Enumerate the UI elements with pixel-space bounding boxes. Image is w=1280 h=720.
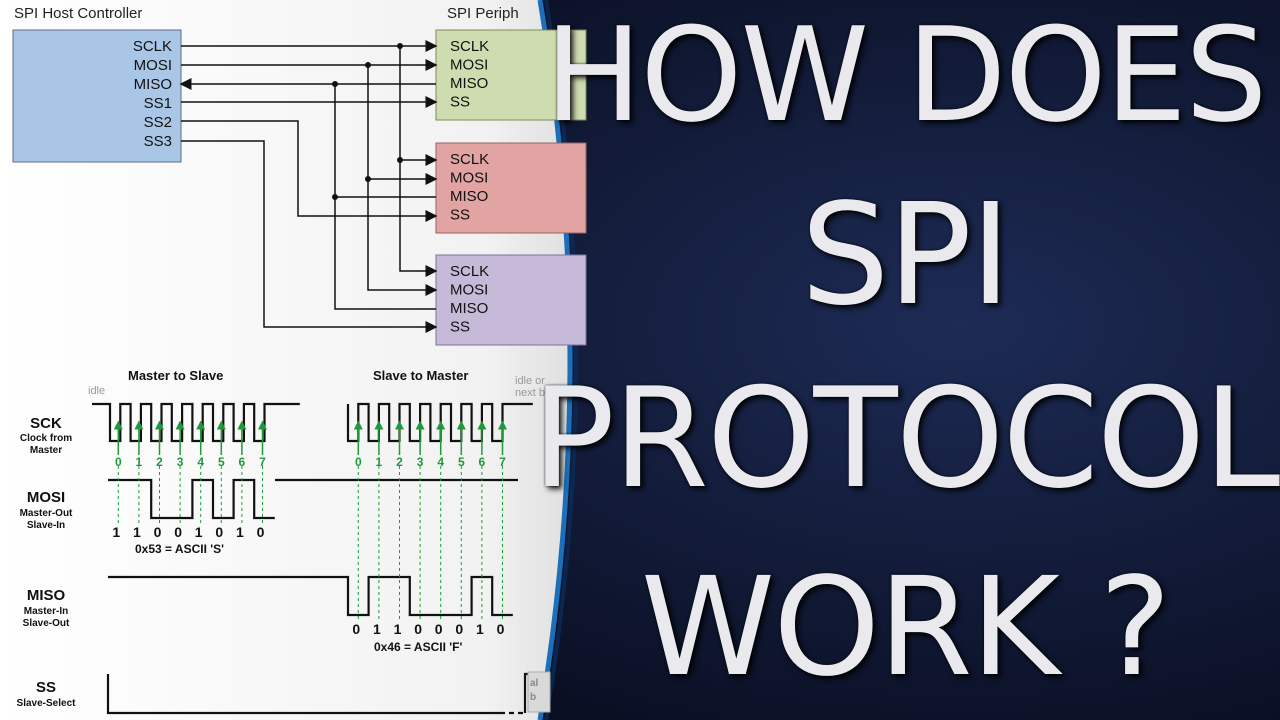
bit-index-label: 0 bbox=[115, 455, 122, 469]
host-pin-label: SS1 bbox=[144, 95, 172, 112]
bit-value-label: 1 bbox=[236, 524, 244, 540]
headline-line-3: PROTOCOL bbox=[531, 358, 1280, 519]
bit-index-label: 5 bbox=[458, 455, 465, 469]
sck-waveform-2 bbox=[346, 402, 533, 443]
slave-pin-label: SCLK bbox=[450, 38, 489, 55]
slave-3-box bbox=[435, 254, 587, 346]
ss-signal-sub1: Slave-Select bbox=[17, 698, 77, 709]
headline-line-2: SPI bbox=[800, 174, 1012, 337]
ss-box bbox=[527, 671, 551, 713]
slave-to-master-label: Slave to Master bbox=[373, 368, 468, 383]
bit-index-label: 2 bbox=[396, 455, 403, 469]
ss-box-text-2: b bbox=[530, 692, 536, 703]
bit-value-label: 1 bbox=[394, 621, 402, 637]
slave-pin-label: SS bbox=[450, 319, 470, 336]
bit-index-label: 3 bbox=[417, 455, 424, 469]
slave-pin-label: SCLK bbox=[450, 263, 489, 280]
host-pin-label: SCLK bbox=[133, 38, 172, 55]
idle-label: idle bbox=[88, 385, 105, 397]
bit-index-label: 7 bbox=[499, 455, 506, 469]
slave-pin-label: SCLK bbox=[450, 151, 489, 168]
sck-signal-name: SCK bbox=[30, 415, 62, 432]
bit-index-label: 4 bbox=[437, 455, 444, 469]
slave-pin-label: MOSI bbox=[450, 57, 488, 74]
bit-value-label: 0 bbox=[257, 524, 265, 540]
bit-index-label: 6 bbox=[239, 455, 246, 469]
sck-signal-sub1: Clock from bbox=[20, 433, 72, 444]
bit-index-label: 5 bbox=[218, 455, 225, 469]
idle-next-label-2: next byte bbox=[515, 387, 560, 399]
bus-junctions bbox=[332, 43, 403, 200]
miso-caption: 0x46 = ASCII 'F' bbox=[374, 640, 462, 654]
bit-value-label: 1 bbox=[476, 621, 484, 637]
miso-waveform bbox=[108, 575, 513, 617]
bit-index-label: 3 bbox=[177, 455, 184, 469]
bit-value-label: 1 bbox=[373, 621, 381, 637]
headline-line-4: WORK ? bbox=[640, 549, 1172, 707]
miso-signal-sub1: Master-In bbox=[24, 606, 68, 617]
bit-value-label: 0 bbox=[352, 621, 360, 637]
slave-1-box bbox=[435, 29, 587, 121]
bit-index-label: 4 bbox=[197, 455, 204, 469]
peripheral-title: SPI Periph bbox=[447, 5, 519, 22]
bit-index-label: 1 bbox=[376, 455, 383, 469]
bit-value-label: 0 bbox=[455, 621, 463, 637]
bus-wires bbox=[179, 40, 438, 333]
bit-index-label: 2 bbox=[156, 455, 163, 469]
miso-signal-sub2: Slave-Out bbox=[23, 618, 70, 629]
bit-value-label: 0 bbox=[435, 621, 443, 637]
bit-index-label: 7 bbox=[259, 455, 266, 469]
bit-index-label: 6 bbox=[479, 455, 486, 469]
mosi-signal-sub1: Master-Out bbox=[20, 508, 73, 519]
bit-value-label: 1 bbox=[133, 524, 141, 540]
slave-pin-label: MISO bbox=[450, 188, 488, 205]
sck-waveform-1 bbox=[92, 402, 300, 443]
slave-pin-label: SS bbox=[450, 207, 470, 224]
ss-waveform bbox=[106, 672, 545, 715]
clock-guides bbox=[113, 420, 507, 620]
mosi-caption: 0x53 = ASCII 'S' bbox=[135, 542, 224, 556]
idle-next-label-1: idle or bbox=[515, 375, 545, 387]
ss-signal-name: SS bbox=[36, 679, 56, 696]
sck-signal-sub2: Master bbox=[30, 445, 62, 456]
host-pin-label: MISO bbox=[134, 76, 172, 93]
host-pin-label: SS3 bbox=[144, 133, 172, 150]
master-to-slave-label: Master to Slave bbox=[128, 368, 223, 383]
bit-value-label: 1 bbox=[195, 524, 203, 540]
slave-pin-label: MISO bbox=[450, 75, 488, 92]
slave-2-box bbox=[435, 142, 587, 234]
mosi-signal-sub2: Slave-In bbox=[27, 520, 65, 531]
slave-pin-label: SS bbox=[450, 94, 470, 111]
bit-value-label: 0 bbox=[174, 524, 182, 540]
host-controller-box bbox=[12, 29, 182, 163]
bit-value-label: 0 bbox=[215, 524, 223, 540]
headline: HOW DOES SPI PROTOCOL WORK ? bbox=[530, 0, 1280, 720]
miso-signal-name: MISO bbox=[27, 587, 66, 604]
host-controller-title: SPI Host Controller bbox=[14, 5, 142, 22]
bit-value-label: 0 bbox=[497, 621, 505, 637]
host-pin-label: MOSI bbox=[134, 57, 172, 74]
slave-pin-label: MOSI bbox=[450, 282, 488, 299]
mosi-waveform bbox=[108, 478, 275, 520]
host-pin-label: SS2 bbox=[144, 114, 172, 131]
slave-pin-label: MISO bbox=[450, 300, 488, 317]
waveforms bbox=[92, 402, 533, 617]
bit-value-label: 0 bbox=[154, 524, 162, 540]
bit-index-label: 1 bbox=[136, 455, 143, 469]
bit-value-label: 0 bbox=[414, 621, 422, 637]
ss-box-text-1: al bbox=[530, 678, 539, 689]
bit-index-label: 0 bbox=[355, 455, 362, 469]
slave-pin-label: MOSI bbox=[450, 170, 488, 187]
headline-line-1: HOW DOES bbox=[544, 0, 1267, 151]
bit-value-label: 1 bbox=[112, 524, 120, 540]
mosi-signal-name: MOSI bbox=[27, 489, 65, 506]
